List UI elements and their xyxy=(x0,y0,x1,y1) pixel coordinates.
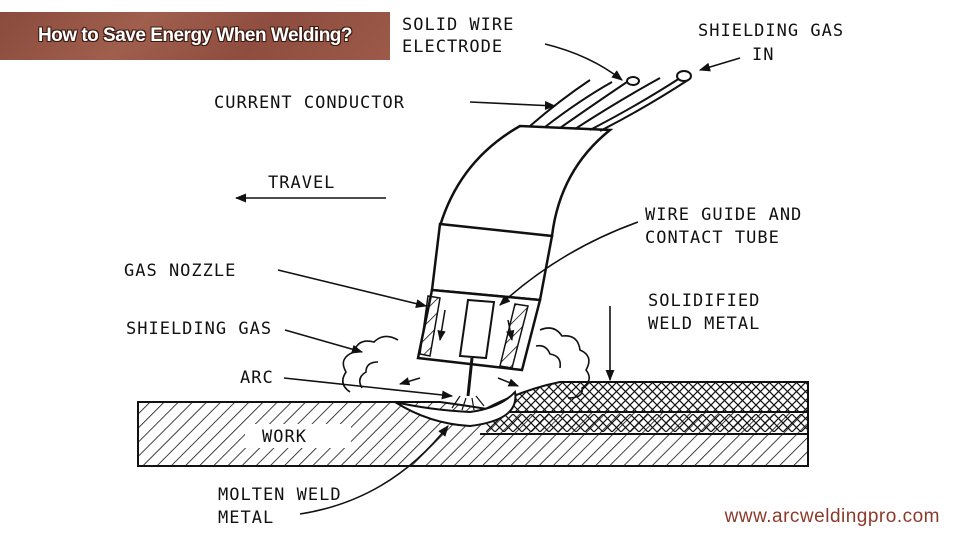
label-contact-tube: CONTACT TUBE xyxy=(645,228,780,248)
label-weld-metal: WELD METAL xyxy=(648,314,760,334)
welding-torch xyxy=(398,124,614,411)
label-in: IN xyxy=(752,45,774,65)
label-work: WORK xyxy=(262,427,307,447)
solidified-weld-bead xyxy=(479,381,809,413)
molten-weld-pool xyxy=(394,389,517,428)
label-molten-weld: MOLTEN WELD xyxy=(218,485,342,505)
weld-penetration xyxy=(486,414,808,432)
label-travel: TRAVEL xyxy=(268,173,335,193)
title-banner: How to Save Energy When Welding? xyxy=(0,12,390,60)
cable-bundle xyxy=(529,70,692,132)
label-solid-wire: SOLID WIRE xyxy=(402,15,514,35)
label-wire-guide: WIRE GUIDE AND xyxy=(645,205,802,225)
label-current-conductor: CURRENT CONDUCTOR xyxy=(214,93,405,113)
label-solidified: SOLIDIFIED xyxy=(648,291,760,311)
label-gas-nozzle: GAS NOZZLE xyxy=(124,261,236,281)
leader-lines xyxy=(234,43,741,515)
banner-title: How to Save Energy When Welding? xyxy=(37,25,353,46)
label-electrode: ELECTRODE xyxy=(402,37,503,57)
label-metal: METAL xyxy=(218,508,274,528)
label-shielding-gas-in: SHIELDING GAS xyxy=(698,21,844,41)
label-arc: ARC xyxy=(240,368,274,388)
website-url: www.arcweldingpro.com xyxy=(724,506,940,527)
label-shielding-gas: SHIELDING GAS xyxy=(126,319,272,339)
